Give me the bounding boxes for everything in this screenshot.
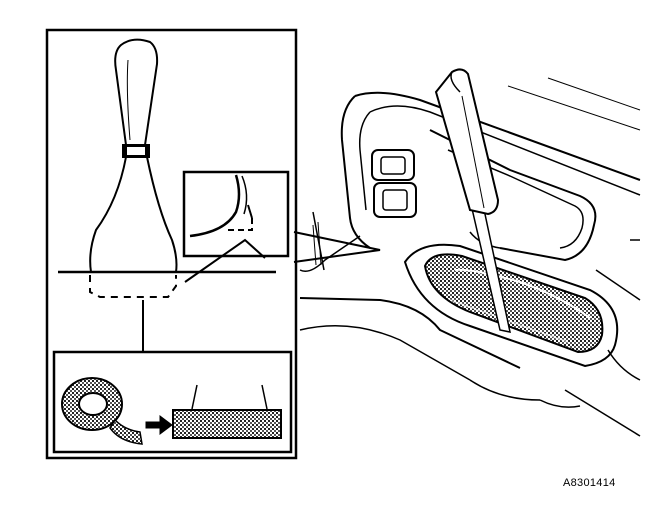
shift-knob xyxy=(114,38,159,158)
arrow-icon xyxy=(145,415,173,435)
shift-boot xyxy=(58,156,276,274)
figure-code: A8301414 xyxy=(563,477,616,489)
callout-pointer xyxy=(293,231,381,263)
detail-inset xyxy=(45,28,381,460)
tape-strip xyxy=(172,409,282,439)
console-view xyxy=(299,68,641,437)
shift-gate-boot xyxy=(423,253,604,354)
tape-roll xyxy=(61,377,143,445)
shift-lever xyxy=(434,68,500,216)
switch-buttons xyxy=(371,149,417,218)
zoom-detail-box xyxy=(182,170,290,258)
tape-detail-box xyxy=(52,350,293,454)
zoom-leader xyxy=(184,238,266,283)
boot-hidden-bottom xyxy=(89,275,177,298)
shift-gate-surround xyxy=(403,243,619,368)
dash-panel xyxy=(354,91,641,181)
inset-frame xyxy=(45,28,298,460)
